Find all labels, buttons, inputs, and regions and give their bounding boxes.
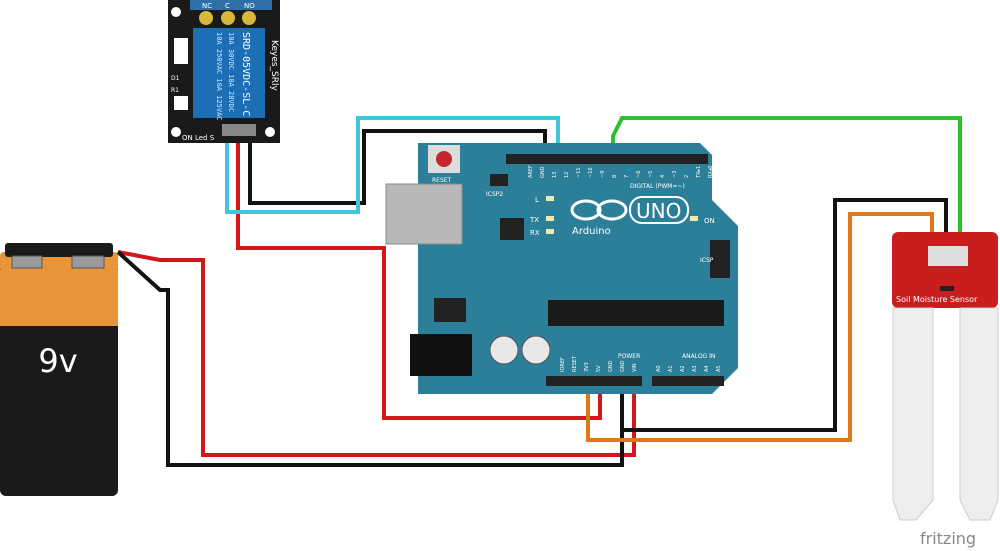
pin-label-power-4: GND	[608, 360, 614, 372]
arduino-analog-label: ANALOG IN	[682, 353, 715, 360]
pin-label-digital-7: 8	[612, 175, 618, 178]
relay-board-name: Keyes_SRly	[269, 40, 279, 92]
relay-terminal-nc: NC	[202, 2, 212, 10]
pin-label-analog-0: A0	[656, 365, 662, 372]
pin-label-digital-8: 7	[624, 175, 630, 178]
pin-label-digital-15: RX◂0	[708, 165, 714, 178]
arduino-digital-label: DIGITAL (PWM=~)	[630, 183, 685, 190]
arduino-rx-label: RX	[530, 229, 540, 237]
relay-d1: D1	[171, 75, 180, 82]
pin-label-power-2: 3V3	[584, 362, 590, 372]
pin-label-digital-6: ~9	[600, 171, 606, 178]
pin-label-analog-3: A3	[692, 365, 698, 372]
wire-black-sensor-gnd	[620, 198, 948, 432]
relay-terminal-c: C	[225, 2, 230, 10]
pin-label-digital-13: 2	[684, 175, 690, 178]
arduino-on-label: ON	[704, 217, 715, 225]
pin-label-digital-11: 4	[660, 175, 666, 178]
arduino-icsp2-label: ICSP2	[486, 191, 503, 198]
pin-label-power-6: VIN	[632, 363, 638, 372]
wire-red-relay-vcc	[236, 136, 602, 420]
arduino-l-label: L	[535, 196, 539, 204]
relay-module-text-2: 10A 30VDC 10A 28VDC	[227, 32, 235, 112]
battery-9v: 9v	[0, 243, 118, 496]
arduino-brand: Arduino	[572, 226, 611, 237]
pin-label-power-1: RESET	[572, 355, 578, 372]
sensor-label: Soil Moisture Sensor	[896, 295, 978, 304]
pin-label-digital-12: ~3	[672, 171, 678, 178]
arduino-reset-label: RESET	[432, 177, 452, 184]
arduino-logo-text: UNO	[636, 199, 681, 223]
battery-label: 9v	[38, 342, 77, 380]
wire-cyan-relay-signal	[225, 116, 560, 214]
soil-moisture-sensor: Soil Moisture Sensor	[892, 232, 999, 521]
pin-label-power-3: 5V	[596, 365, 602, 372]
pin-label-digital-10: ~5	[648, 171, 654, 178]
relay-led-label: ON Led S	[182, 134, 215, 142]
pin-label-analog-5: A5	[716, 365, 722, 372]
pin-label-digital-5: ~10	[588, 167, 594, 178]
arduino-tx-label: TX	[529, 216, 539, 224]
pin-label-digital-1: GND	[540, 166, 546, 178]
relay-r1: R1	[171, 87, 179, 94]
pin-label-analog-1: A1	[668, 365, 674, 372]
wire-orange-sensor-vcc	[586, 212, 934, 442]
pin-label-digital-0: AREF	[528, 165, 534, 178]
relay-module-model: SRD-05VDC-SL-C	[240, 32, 251, 116]
pin-label-digital-3: 12	[564, 172, 570, 178]
arduino-icsp-label: ICSP	[700, 257, 714, 264]
pin-label-analog-2: A2	[680, 365, 686, 372]
wire-black-relay-gnd	[248, 129, 547, 205]
pin-label-power-0: IOREF	[560, 357, 566, 372]
pin-label-analog-4: A4	[704, 365, 710, 372]
wire-black-battery	[116, 250, 624, 467]
relay-module: NC C NO 10A 250VAC 10A 125VAC 10A 30VDC …	[168, 0, 280, 143]
fritzing-watermark: fritzing	[920, 529, 976, 548]
pin-label-digital-14: TX▸1	[696, 166, 702, 179]
pin-label-digital-9: ~6	[636, 171, 642, 178]
relay-module-text-1: 10A 250VAC 10A 125VAC	[215, 32, 223, 121]
pin-label-digital-4: ~11	[576, 167, 582, 178]
relay-terminal-no: NO	[244, 2, 255, 10]
wire-red-battery	[117, 250, 636, 457]
pin-label-power-5: GND	[620, 360, 626, 372]
arduino-power-label: POWER	[618, 353, 640, 360]
pin-label-digital-2: 13	[552, 172, 558, 178]
